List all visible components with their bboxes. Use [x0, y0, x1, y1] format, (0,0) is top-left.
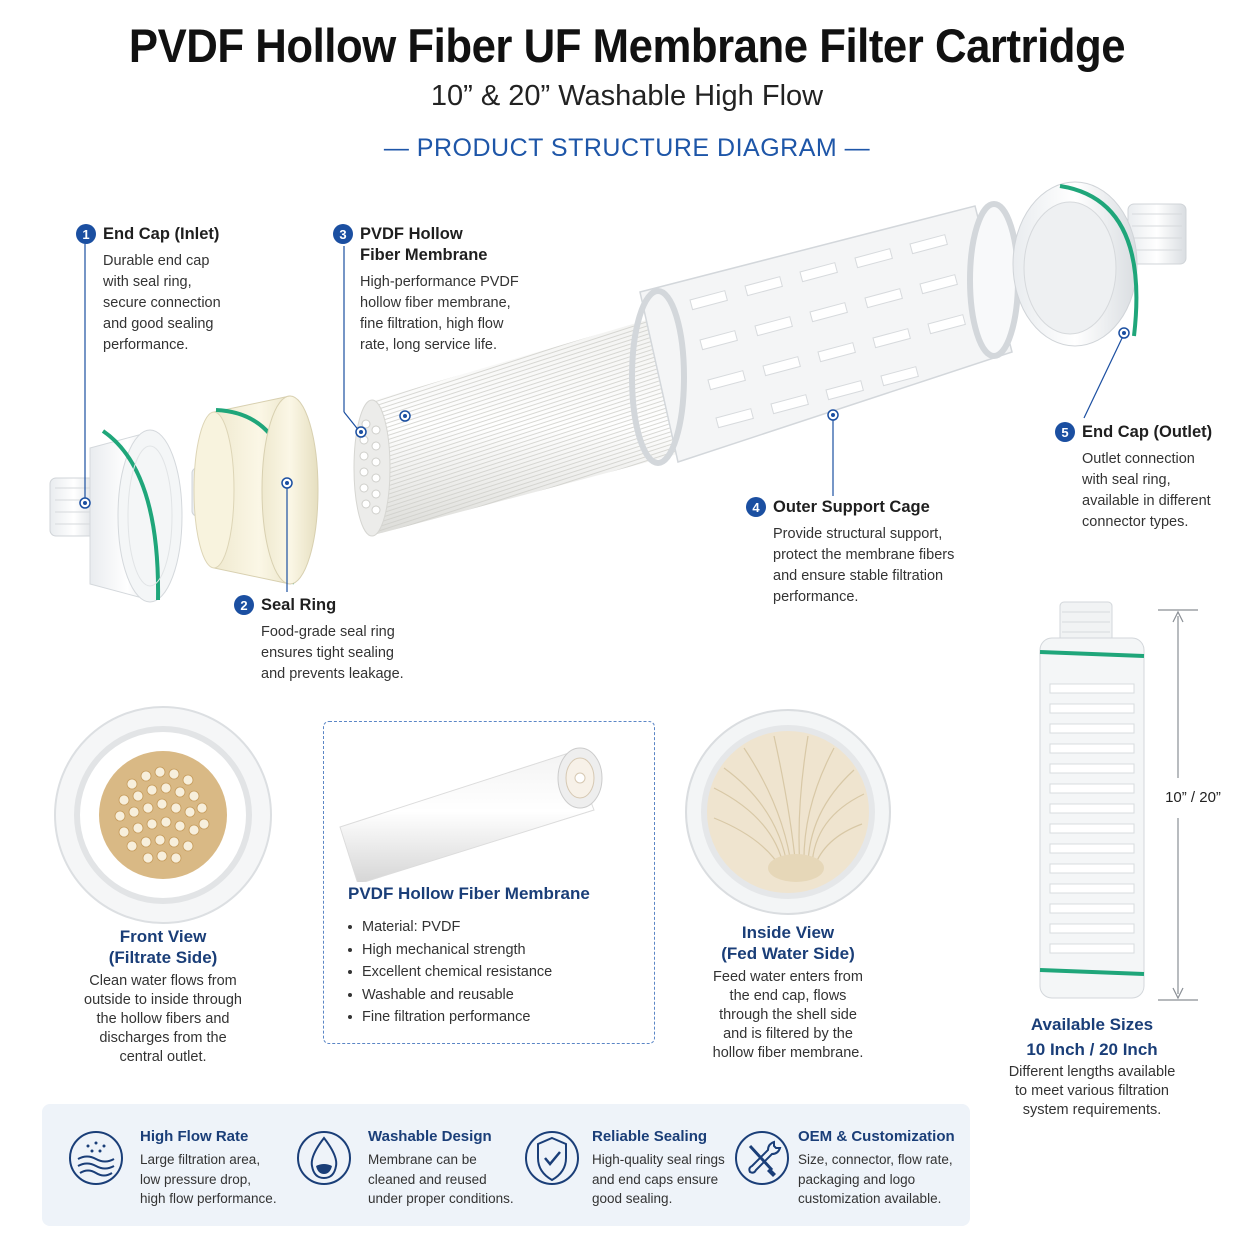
callout-title: PVDF Hollow Fiber Membrane — [360, 225, 488, 264]
feature-title: High Flow Rate — [140, 1128, 249, 1145]
hollow-fiber-tube-illustration — [339, 747, 603, 882]
callout-number-badge: 4 — [746, 497, 766, 517]
feature-reliable-sealing: Reliable Sealing High-quality seal rings… — [524, 1104, 734, 1226]
inside-view-caption: Inside View (Fed Water Side) Feed water … — [682, 922, 894, 1063]
membrane-details-box: PVDF Hollow Fiber Membrane Material: PVD… — [323, 721, 655, 1044]
callout-seal-ring: 2 Seal Ring Food-grade seal ring ensures … — [234, 595, 461, 685]
callout-description: Durable end cap with seal ring, secure c… — [103, 253, 221, 353]
feature-title: OEM & Customization — [798, 1128, 955, 1145]
callout-outer-support-cage: 4 Outer Support Cage Provide structural s… — [746, 497, 1003, 608]
feature-description: High-quality seal rings and end caps ens… — [592, 1152, 725, 1206]
feature-description: Size, connector, flow rate, packaging an… — [798, 1152, 953, 1206]
callout-title: Outer Support Cage — [773, 498, 930, 516]
callout-description: Food-grade seal ring ensures tight seali… — [261, 624, 404, 682]
inside-view-title: Inside View (Fed Water Side) — [721, 923, 855, 963]
callout-title: End Cap (Inlet) — [103, 225, 220, 243]
feature-oem-customization: OEM & Customization Size, connector, flo… — [734, 1104, 966, 1226]
assembled-cartridge-illustration — [1039, 601, 1198, 1001]
feature-description: Large filtration area, low pressure drop… — [140, 1152, 277, 1206]
list-item: Material: PVDF — [348, 916, 552, 939]
outlet-end-cap — [1012, 181, 1187, 347]
feature-high-flow: High Flow Rate Large filtration area, lo… — [68, 1104, 288, 1226]
front-view-illustration — [54, 706, 272, 924]
inside-view-description: Feed water enters from the end cap, flow… — [712, 969, 864, 1061]
sizes-value: 10 Inch / 20 Inch — [1026, 1040, 1158, 1059]
section-heading: — PRODUCT STRUCTURE DIAGRAM — — [383, 134, 871, 162]
feature-description: Membrane can be cleaned and reused under… — [368, 1152, 514, 1206]
feature-title: Reliable Sealing — [592, 1128, 708, 1145]
callout-pvdf-membrane: 3 PVDF Hollow Fiber Membrane High-perform… — [333, 224, 580, 356]
callout-description: Provide structural support, protect the … — [773, 526, 955, 605]
front-view-caption: Front View (Filtrate Side) Clean water f… — [52, 926, 274, 1067]
water-drop-icon — [297, 1131, 351, 1185]
inlet-end-cap — [49, 429, 183, 603]
wrench-screwdriver-icon — [735, 1131, 789, 1185]
features-bar: High Flow Rate Large filtration area, lo… — [42, 1104, 970, 1226]
front-view-title: Front View (Filtrate Side) — [108, 927, 218, 967]
callout-number-badge: 5 — [1055, 422, 1075, 442]
callout-description: Outlet connection with seal ring, availa… — [1082, 451, 1211, 530]
front-view-description: Clean water flows from outside to inside… — [84, 973, 242, 1065]
inside-view-illustration — [685, 709, 891, 915]
callout-number-badge: 3 — [333, 224, 353, 244]
list-item: Excellent chemical resistance — [348, 961, 552, 984]
callout-number-badge: 2 — [234, 595, 254, 615]
callout-description: High-performance PVDF hollow fiber membr… — [360, 274, 519, 353]
membrane-feature-list: Material: PVDF High mechanical strength … — [348, 916, 552, 1029]
feature-washable: Washable Design Membrane can be cleaned … — [296, 1104, 516, 1226]
callout-end-cap-inlet: 1 End Cap (Inlet) Durable end cap with se… — [76, 224, 303, 356]
available-sizes-caption: Available Sizes 10 Inch / 20 Inch Differ… — [992, 1015, 1192, 1120]
callout-number-badge: 1 — [76, 224, 96, 244]
dimension-arrow — [1158, 609, 1198, 1001]
list-item: Washable and reusable — [348, 984, 552, 1007]
list-item: High mechanical strength — [348, 939, 552, 962]
water-flow-icon — [69, 1131, 123, 1185]
page-subtitle: 10” & 20” Washable High Flow — [430, 80, 824, 112]
membrane-box-title: PVDF Hollow Fiber Membrane — [348, 884, 590, 903]
list-item: Fine filtration performance — [348, 1006, 552, 1029]
shield-check-icon — [525, 1131, 579, 1185]
feature-title: Washable Design — [368, 1128, 492, 1145]
callout-title: Seal Ring — [261, 596, 337, 614]
callout-markers — [79, 327, 1130, 509]
outer-support-cage — [629, 201, 1021, 466]
seal-ring-cap — [191, 395, 319, 585]
exploded-product-illustration — [49, 181, 1187, 603]
callout-title: End Cap (Outlet) — [1082, 423, 1213, 441]
sizes-description: Different lengths available to meet vari… — [1008, 1064, 1176, 1118]
callout-end-cap-outlet: 5 End Cap (Outlet) Outlet connection with… — [1055, 422, 1252, 533]
page-title: PVDF Hollow Fiber UF Membrane Filter Car… — [128, 19, 1126, 72]
sizes-title: Available Sizes — [1030, 1015, 1154, 1034]
dimension-label: 10” / 20” — [1165, 789, 1221, 806]
